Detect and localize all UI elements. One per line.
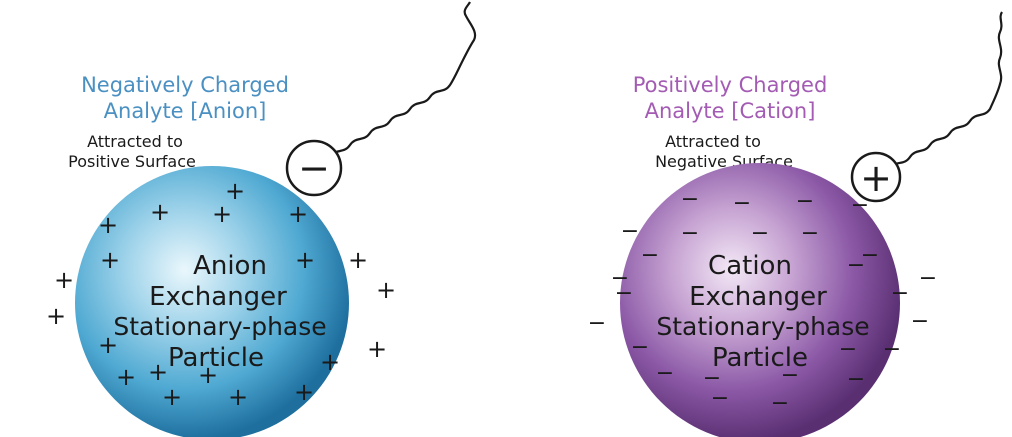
cation-title-line1: Positively Charged — [633, 73, 828, 97]
cation-minus-charge-icon-12: − — [847, 253, 865, 278]
cation-panel: Positively Charged Analyte [Cation] Attr… — [588, 11, 1003, 437]
cation-label-line2: Exchanger — [689, 282, 827, 312]
anion-plus-charge-icon-16: + — [198, 361, 218, 389]
cation-analyte-bubble — [850, 151, 902, 203]
anion-exchanger-particle — [75, 166, 349, 437]
anion-plus-charge-icon-11: + — [46, 302, 66, 330]
anion-label-line1: Anion — [193, 251, 267, 281]
anion-label-line2: Exchanger — [149, 282, 287, 312]
cation-minus-charge-icon-25: − — [711, 386, 729, 411]
anion-label-line4: Particle — [168, 343, 264, 373]
cation-minus-charge-icon-11: − — [611, 266, 629, 291]
anion-title-line2: Analyte [Anion] — [104, 99, 267, 123]
cation-minus-charge-icon-3: − — [796, 189, 814, 214]
anion-plus-charge-icon-13: + — [320, 348, 340, 376]
anion-title-line1: Negatively Charged — [81, 73, 289, 97]
cation-minus-charge-icon-18: − — [631, 335, 649, 360]
cation-minus-charge-icon-16: − — [588, 311, 606, 336]
cation-minus-charge-icon-21: − — [656, 361, 674, 386]
cation-minus-charge-icon-24: − — [847, 367, 865, 392]
anion-plus-charge-icon-15: + — [116, 363, 136, 391]
anion-analyte-minus-icon: − — [298, 146, 330, 190]
anion-plus-charge-icon-10: + — [376, 276, 396, 304]
cation-label-line4: Particle — [712, 343, 808, 373]
cation-minus-charge-icon-14: − — [615, 281, 633, 306]
cation-exchanger-particle — [620, 163, 900, 437]
cation-analyte-plus-icon: + — [860, 156, 892, 200]
anion-plus-charge-icon-19: + — [228, 383, 248, 411]
anion-plus-charge-icon-12: + — [98, 331, 118, 359]
anion-panel: Negatively Charged Analyte [Anion] Attra… — [46, 1, 477, 437]
anion-plus-charge-icon-8: + — [348, 246, 368, 274]
cation-minus-charge-icon-7: − — [751, 221, 769, 246]
anion-plus-charge-icon-1: + — [225, 177, 245, 205]
anion-note-line1: Attracted to — [87, 132, 183, 151]
anion-plus-charge-icon-14: + — [367, 335, 387, 363]
cation-minus-charge-icon-26: − — [771, 391, 789, 416]
anion-analyte-tail — [329, 1, 477, 158]
anion-label-line3: Stationary-phase — [113, 312, 326, 341]
cation-minus-charge-icon-4: − — [851, 193, 869, 218]
anion-plus-charge-icon-7: + — [295, 246, 315, 274]
anion-plus-charge-icon-2: + — [98, 211, 118, 239]
cation-analyte-tail — [889, 11, 1003, 169]
anion-plus-charge-icon-18: + — [162, 383, 182, 411]
cation-title-line2: Analyte [Cation] — [645, 99, 816, 123]
cation-minus-charge-icon-9: − — [641, 243, 659, 268]
cation-minus-charge-icon-22: − — [703, 366, 721, 391]
anion-plus-charge-icon-6: + — [100, 246, 120, 274]
cation-surface-charges: −−−−−−−−−−−−−−−−−−−−−−−−−− — [588, 187, 937, 416]
cation-minus-charge-icon-23: − — [781, 363, 799, 388]
cation-label-line3: Stationary-phase — [656, 312, 869, 341]
anion-plus-charge-icon-4: + — [212, 200, 232, 228]
cation-minus-charge-icon-13: − — [919, 266, 937, 291]
anion-analyte-bubble — [285, 139, 343, 197]
anion-note-line2: Positive Surface — [68, 152, 196, 171]
cation-note-line1: Attracted to — [665, 132, 761, 151]
anion-surface-charges: ++++++++++++++++++++ — [46, 177, 396, 411]
cation-minus-charge-icon-19: − — [839, 337, 857, 362]
cation-minus-charge-icon-2: − — [733, 191, 751, 216]
cation-minus-charge-icon-6: − — [681, 221, 699, 246]
anion-plus-charge-icon-3: + — [150, 198, 170, 226]
anion-plus-charge-icon-9: + — [54, 266, 74, 294]
anion-plus-charge-icon-5: + — [288, 200, 308, 228]
anion-plus-charge-icon-17: + — [294, 378, 314, 406]
cation-minus-charge-icon-10: − — [861, 243, 879, 268]
cation-minus-charge-icon-8: − — [801, 221, 819, 246]
cation-minus-charge-icon-5: − — [621, 219, 639, 244]
anion-plus-charge-icon-20: + — [148, 358, 168, 386]
cation-minus-charge-icon-15: − — [891, 281, 909, 306]
cation-label-line1: Cation — [708, 251, 792, 281]
cation-minus-charge-icon-1: − — [681, 187, 699, 212]
cation-minus-charge-icon-17: − — [911, 309, 929, 334]
cation-minus-charge-icon-20: − — [883, 337, 901, 362]
